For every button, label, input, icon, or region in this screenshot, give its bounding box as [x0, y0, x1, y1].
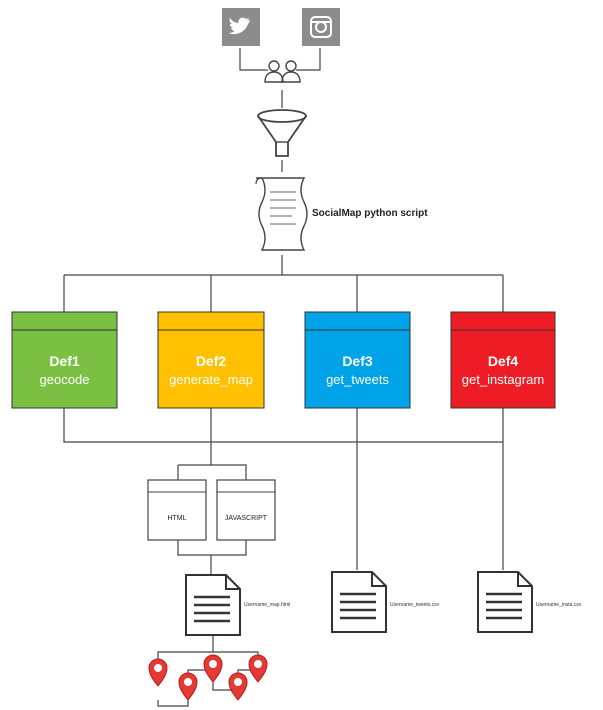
javascript-label: JAVASCRIPT [225, 515, 268, 522]
output-label: Username_insta.csv [536, 602, 582, 608]
map-pins [148, 635, 268, 707]
map-pin-icon [203, 654, 223, 683]
document-icon [185, 574, 241, 636]
output-document-map: Username_map.html [185, 574, 290, 636]
function-title: Def2 [196, 353, 227, 369]
script-label: SocialMap python script [312, 208, 428, 219]
document-icon [477, 571, 533, 633]
output-document-insta: Username_insta.csv [477, 571, 582, 633]
function-title: Def3 [342, 353, 373, 369]
function-name: get_tweets [326, 372, 389, 387]
map-pin-icon [228, 672, 248, 701]
html-file-box: HTML [147, 479, 207, 541]
function-name: geocode [40, 372, 90, 387]
map-pin-icon [178, 672, 198, 701]
function-name: generate_map [169, 372, 253, 387]
map-pin-icon [248, 654, 268, 683]
function-box-def3: Def3 get_tweets [304, 311, 411, 409]
function-box-def2: Def2 generate_map [157, 311, 265, 409]
script-icon [255, 177, 308, 251]
instagram-icon [302, 8, 340, 46]
funnel-icon [257, 109, 307, 157]
twitter-icon [222, 8, 260, 46]
function-box-def1: Def1 geocode [11, 311, 118, 409]
output-label: Username_tweets.csv [390, 602, 440, 608]
output-document-tweets: Username_tweets.csv [331, 571, 440, 633]
function-name: get_instagram [462, 372, 544, 387]
users-icon [264, 60, 301, 83]
function-box-def4: Def4 get_instagram [450, 311, 556, 409]
javascript-file-box: JAVASCRIPT [216, 479, 276, 541]
document-icon [331, 571, 387, 633]
function-title: Def1 [49, 353, 80, 369]
function-title: Def4 [488, 353, 519, 369]
map-pin-icon [148, 658, 168, 687]
output-label: Username_map.html [244, 602, 290, 608]
html-label: HTML [167, 515, 186, 522]
top-connectors [63, 48, 504, 575]
